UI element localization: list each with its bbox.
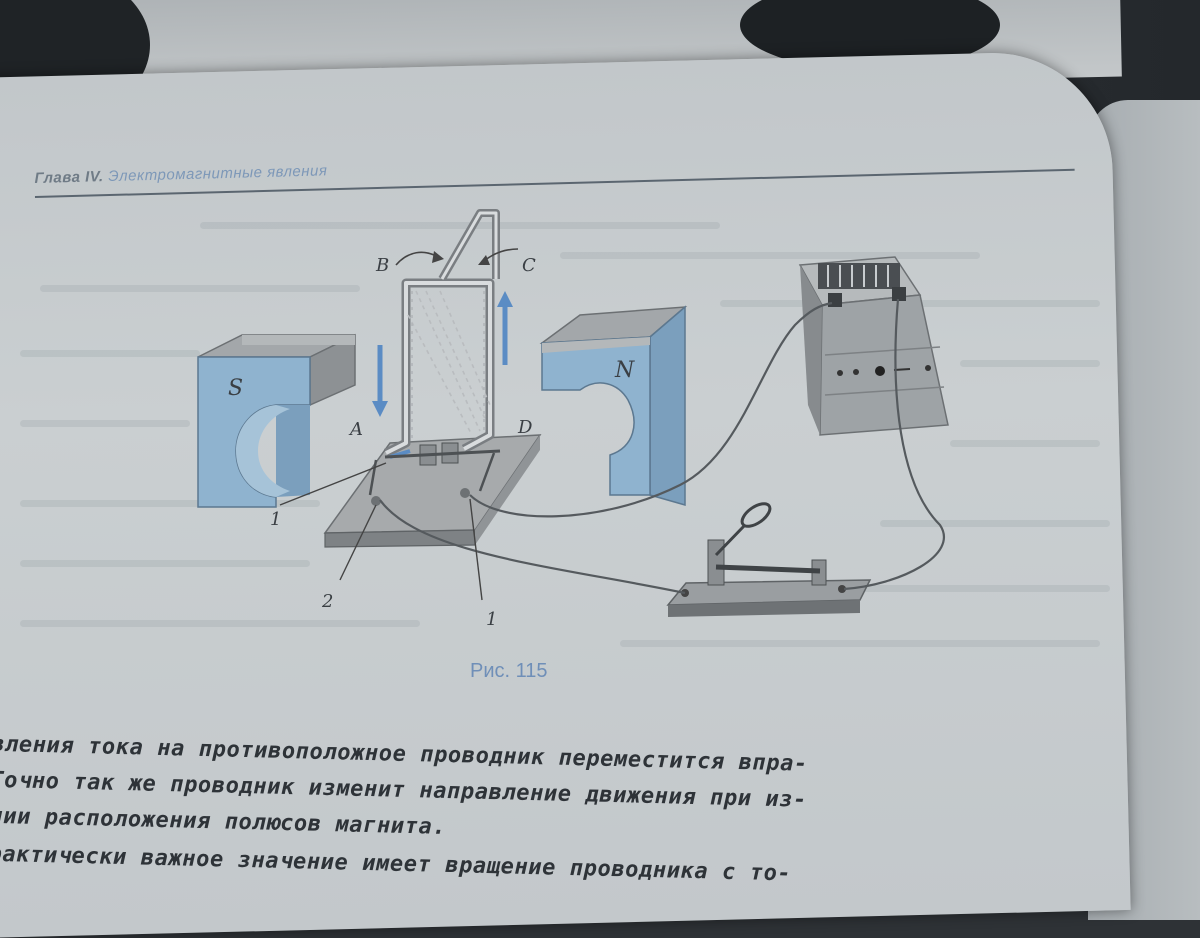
- figure-caption: Рис. 115: [470, 660, 548, 682]
- chapter-title: Электромагнитные явления: [108, 162, 328, 186]
- point-d-label: D: [517, 417, 533, 438]
- label-1-right: 1: [486, 609, 497, 630]
- power-supply: [798, 256, 949, 436]
- label-1-left: 1: [270, 509, 281, 530]
- pole-s-label: S: [228, 376, 243, 401]
- wire-frame: [383, 209, 500, 458]
- figure-115: S N: [180, 195, 960, 635]
- base-board: [323, 434, 542, 548]
- clamps: [368, 442, 501, 496]
- connecting-wires: [379, 298, 945, 595]
- point-b-label: B: [375, 255, 389, 276]
- point-c-label: C: [522, 255, 536, 276]
- knife-switch: [666, 502, 872, 617]
- pole-n-label: N: [614, 358, 635, 383]
- label-2: 2: [321, 591, 333, 612]
- magnet-n: N: [539, 305, 688, 506]
- point-a-label: A: [348, 419, 363, 440]
- running-head: Глава IV. Электромагнитные явления: [34, 162, 327, 187]
- chapter-label: Глава IV.: [34, 168, 104, 187]
- electromagnet-diagram: S N: [197, 209, 949, 630]
- magnet-s: S: [197, 333, 356, 508]
